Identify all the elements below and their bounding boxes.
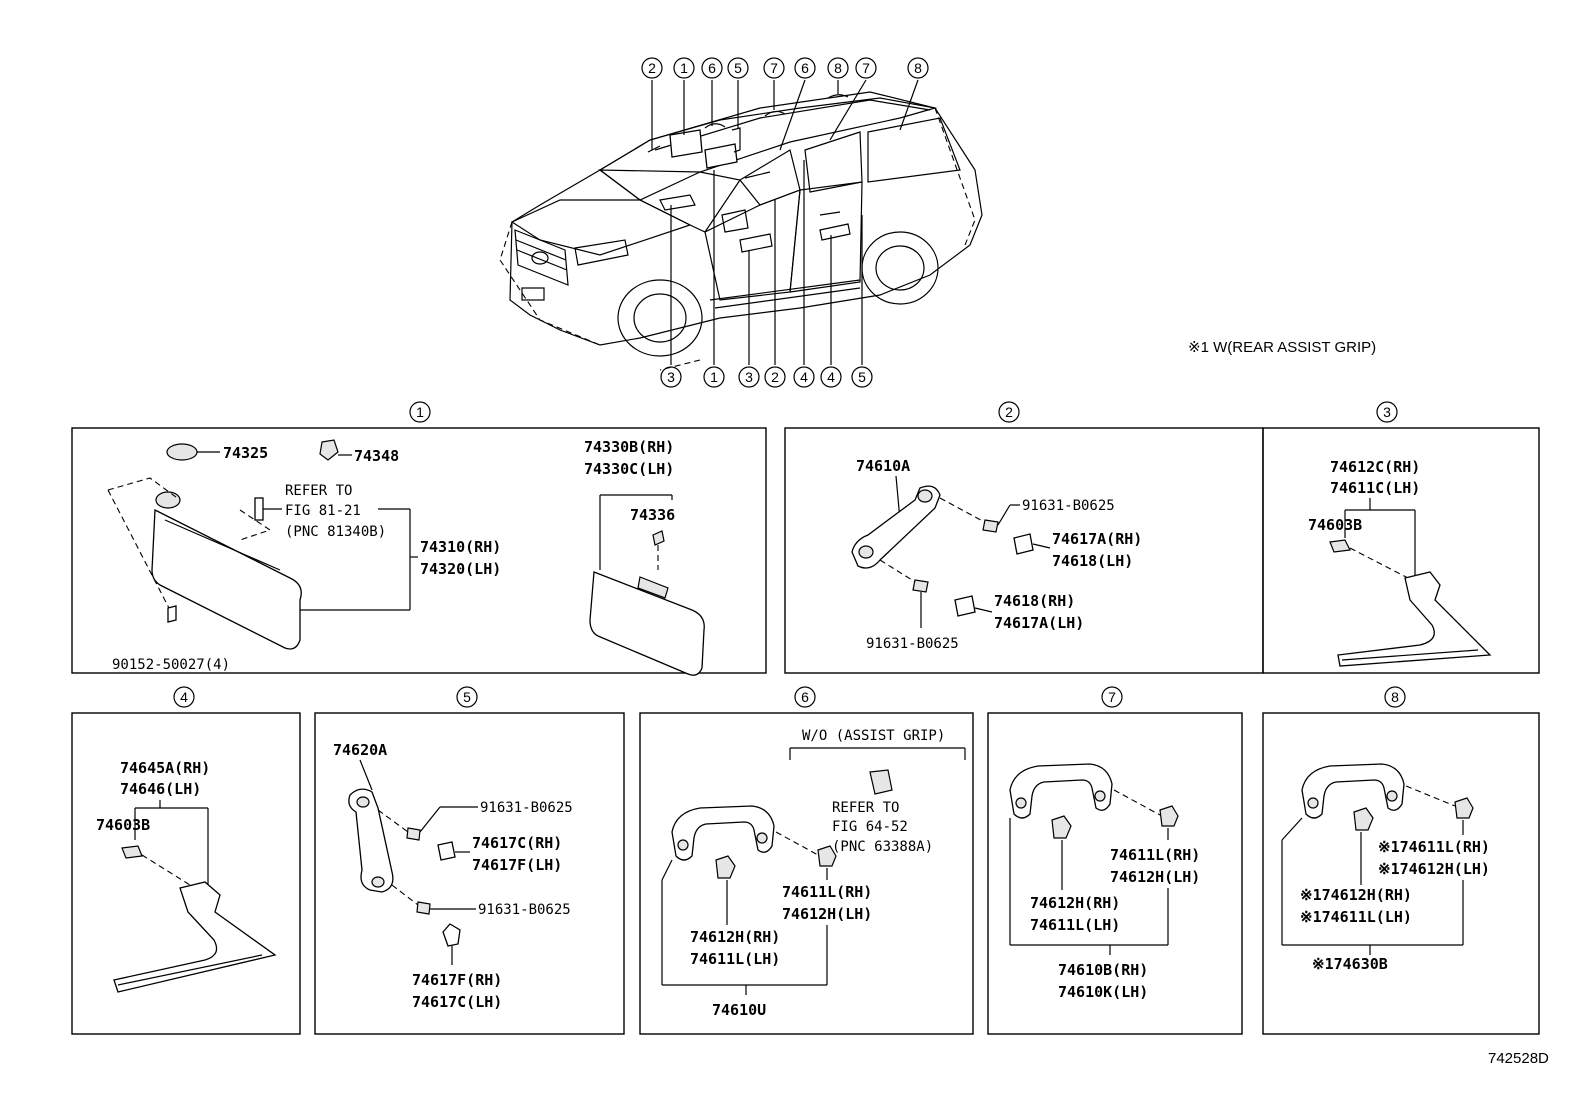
label-s174612h-lh-p8: ※174612H(LH)	[1378, 860, 1490, 878]
label-74336: 74336	[630, 506, 675, 524]
callout-bottom-2: 1	[710, 369, 718, 385]
label-91631-b0625-p5-top: 91631-B0625	[480, 800, 573, 816]
callout-top-4: 5	[734, 60, 742, 76]
panel-2: 2 74610A 91631-B0625 91631-B0625 74617A(…	[784, 401, 1264, 674]
label-s174612h-rh-p8: ※174612H(RH)	[1300, 886, 1412, 904]
label-74348: 74348	[354, 447, 399, 465]
leader-lines-top	[651, 79, 919, 151]
panel-1: 1 74325 74348 REFER TO FIG 81-21 (PNC 81…	[71, 401, 767, 676]
callouts-bottom: 3 1 3 2 4 4 5	[660, 366, 873, 388]
label-refer-to-1: REFER TO	[285, 483, 352, 499]
label-91631-b0625-top: 91631-B0625	[1022, 498, 1115, 514]
panel-8: 8 ※174611L(RH) ※174612H(LH) ※174612H(RH)…	[1262, 686, 1540, 1035]
label-74617a-lh: 74617A(LH)	[994, 614, 1084, 632]
label-91631-b0625-p5-bottom: 91631-B0625	[478, 902, 571, 918]
label-74612c-rh: 74612C(RH)	[1330, 458, 1420, 476]
callout-bottom-3: 3	[745, 369, 753, 385]
label-74611l-rh-p7: 74611L(RH)	[1110, 846, 1200, 864]
callouts-top: 2 1 6 5 7 6 8 7 8	[641, 57, 929, 79]
label-wo-assist-grip: W/O (ASSIST GRIP)	[802, 728, 945, 744]
vehicle-illustration	[499, 79, 983, 371]
panel-3: 3 74612C(RH) 74611C(LH) 74603B	[1262, 401, 1540, 674]
label-74610b-rh: 74610B(RH)	[1058, 961, 1148, 979]
label-74618-lh: 74618(LH)	[1052, 552, 1133, 570]
label-74645a-rh: 74645A(RH)	[120, 759, 210, 777]
label-74610k-lh: 74610K(LH)	[1058, 983, 1148, 1001]
label-74618-rh: 74618(RH)	[994, 592, 1075, 610]
label-74617c-rh: 74617C(RH)	[472, 834, 562, 852]
label-74617f-lh: 74617F(LH)	[472, 856, 562, 874]
panel-8-number: 8	[1391, 689, 1399, 705]
callout-bottom-5: 4	[800, 369, 808, 385]
label-74610u: 74610U	[712, 1001, 766, 1019]
label-74612h-rh-p6: 74612H(RH)	[690, 928, 780, 946]
panel-7-number: 7	[1108, 689, 1116, 705]
label-74646-lh: 74646(LH)	[120, 780, 201, 798]
label-74620a: 74620A	[333, 741, 387, 759]
label-pnc-81340b: (PNC 81340B)	[285, 524, 386, 540]
panel-7: 7 74611L(RH) 74612H(LH) 74612H(RH) 74611…	[987, 686, 1243, 1035]
label-74325: 74325	[223, 444, 268, 462]
label-s174611l-lh-p8: ※174611L(LH)	[1300, 908, 1412, 926]
label-s174630b: ※174630B	[1312, 955, 1388, 973]
label-fig-81-21: FIG 81-21	[285, 503, 361, 519]
label-refer-to-2: REFER TO	[832, 800, 899, 816]
panel-6-number: 6	[801, 689, 809, 705]
callout-top-9: 8	[914, 60, 922, 76]
callout-bottom-6: 4	[827, 369, 835, 385]
label-74611l-lh-p6: 74611L(LH)	[690, 950, 780, 968]
panel-3-number: 3	[1383, 404, 1391, 420]
label-74617f-rh: 74617F(RH)	[412, 971, 502, 989]
label-74617c-lh: 74617C(LH)	[412, 993, 502, 1011]
label-74603b-p3: 74603B	[1308, 516, 1362, 534]
label-91631-b0625-bottom: 91631-B0625	[866, 636, 959, 652]
label-74617a-rh: 74617A(RH)	[1052, 530, 1142, 548]
panel-2-number: 2	[1005, 404, 1013, 420]
callout-top-1: 2	[648, 60, 656, 76]
callout-top-5: 7	[770, 60, 778, 76]
label-74330b-rh: 74330B(RH)	[584, 438, 674, 456]
label-74320-lh: 74320(LH)	[420, 560, 501, 578]
label-74612h-lh-p6: 74612H(LH)	[782, 905, 872, 923]
label-74611l-lh-p7: 74611L(LH)	[1030, 916, 1120, 934]
label-s174611l-rh-p8: ※174611L(RH)	[1378, 838, 1490, 856]
label-74612h-rh-p7: 74612H(RH)	[1030, 894, 1120, 912]
leader-lines-bottom	[670, 160, 863, 365]
callout-bottom-1: 3	[667, 369, 675, 385]
callout-top-7: 8	[834, 60, 842, 76]
panel-5-number: 5	[463, 689, 471, 705]
callout-top-8: 7	[862, 60, 870, 76]
label-74603b-p4: 74603B	[96, 816, 150, 834]
callout-bottom-7: 5	[858, 369, 866, 385]
rear-assist-grip-note: ※1 W(REAR ASSIST GRIP)	[1188, 339, 1376, 356]
callout-top-2: 1	[680, 60, 688, 76]
label-74611c-lh: 74611C(LH)	[1330, 479, 1420, 497]
label-74612h-lh-p7: 74612H(LH)	[1110, 868, 1200, 886]
label-90152-50027: 90152-50027(4)	[112, 657, 230, 673]
panel-4: 4 74645A(RH) 74646(LH) 74603B	[71, 686, 301, 1035]
label-74330c-lh: 74330C(LH)	[584, 460, 674, 478]
label-pnc-63388a: (PNC 63388A)	[832, 839, 933, 855]
label-74610a: 74610A	[856, 457, 910, 475]
panel-5: 5 74620A 91631-B0625 91631-B0625 74617C(…	[314, 686, 625, 1035]
label-fig-64-52: FIG 64-52	[832, 819, 908, 835]
callout-bottom-4: 2	[771, 369, 779, 385]
panel-1-number: 1	[416, 404, 424, 420]
callout-top-3: 6	[708, 60, 716, 76]
figure-code: 742528D	[1488, 1050, 1549, 1067]
label-74310-rh: 74310(RH)	[420, 538, 501, 556]
panel-4-number: 4	[180, 689, 188, 705]
callout-top-6: 6	[801, 60, 809, 76]
label-74611l-rh-p6: 74611L(RH)	[782, 883, 872, 901]
panel-6: 6 W/O (ASSIST GRIP) REFER TO FIG 64-52 (…	[639, 686, 974, 1035]
